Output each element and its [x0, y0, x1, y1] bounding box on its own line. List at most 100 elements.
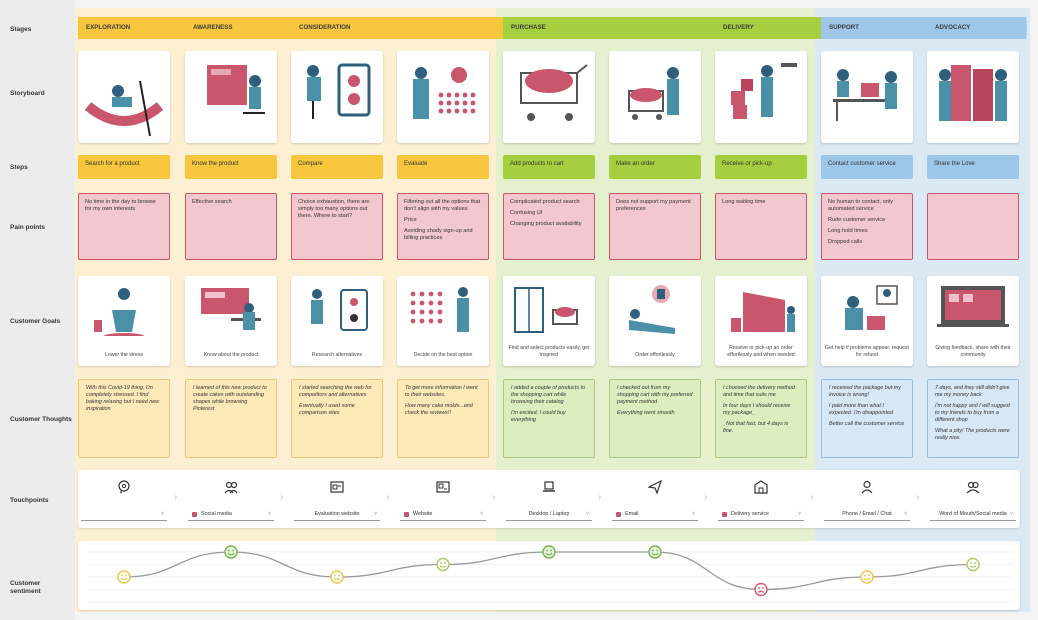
touchpoint: ˅	[79, 478, 169, 523]
stage-advocacy: ADVOCACY	[927, 17, 1027, 39]
goal-card: Research alternatives	[291, 276, 383, 366]
storyboard-card	[715, 51, 807, 143]
touchpoint: Social media˅	[186, 478, 276, 523]
touchpoint: Delivery service˅	[716, 478, 806, 523]
thought-text: To get more information I went to their …	[405, 385, 478, 398]
thought-text: I choosed the delivery method and time t…	[723, 385, 795, 398]
thought-text: I added a couple of products to the shop…	[511, 385, 586, 405]
goal-card: Lower the stress	[78, 276, 170, 366]
touchpoint: Desktop / Laptop ˅	[504, 478, 594, 523]
storyboard-card	[609, 51, 701, 143]
row-label-stages: Stages	[10, 26, 32, 33]
people-icon	[224, 480, 238, 494]
row-label-pain-points: Pain points	[10, 224, 46, 231]
row-label-customer-thoughts: Customer Thoughts	[10, 416, 72, 423]
touchpoint-dropdown[interactable]: Social media˅	[188, 511, 274, 521]
touchpoint-label: Delivery service	[731, 511, 770, 517]
chevron-right-icon: ›	[810, 492, 814, 503]
stage-consideration: CONSIDERATION	[291, 17, 510, 39]
pain-point-text: Long hold times	[828, 228, 868, 234]
stage-awareness: AWARENESS	[185, 17, 298, 39]
touchpoint: Email˅	[610, 478, 700, 523]
row-labels-panel	[0, 0, 75, 620]
pain-point-card: Filtering out all the options that don't…	[397, 193, 489, 260]
thought-text: How many cake molds...and check the revi…	[405, 403, 473, 416]
touchpoint-dropdown[interactable]: ˅	[81, 511, 167, 521]
goal-card: Order effortlessly	[609, 276, 701, 366]
stage-purchase: PURCHASE	[503, 17, 722, 39]
chevron-down-icon: ˅	[480, 511, 483, 517]
step-label: Search for a product	[78, 155, 170, 179]
thought-card: I learned of this new product to create …	[185, 379, 277, 458]
step-label: Know the product	[185, 155, 277, 179]
head-gears-icon	[117, 480, 131, 494]
pain-point-text: Does not support my payment preferences	[616, 199, 691, 212]
chevron-right-icon: ›	[492, 492, 496, 503]
touchpoint-label: Phone / Email / Chat	[842, 511, 892, 517]
thought-card: I started searching the web for competit…	[291, 379, 383, 458]
touchpoint-dropdown[interactable]: Desktop / Laptop ˅	[506, 511, 592, 521]
stage-label: ADVOCACY	[935, 24, 971, 31]
touchpoint-dropdown[interactable]: Email˅	[612, 511, 698, 521]
touchpoint-dropdown[interactable]: Website˅	[400, 511, 486, 521]
pain-point-card: Long waiting time	[715, 193, 807, 260]
stage-delivery: DELIVERY	[715, 17, 828, 39]
chevron-down-icon: ˅	[374, 511, 377, 517]
touchpoint: Website˅	[398, 478, 488, 523]
goal-caption: Order effortlessly	[635, 351, 675, 358]
group-icon	[966, 480, 980, 494]
channel-tag-icon	[616, 511, 621, 517]
thought-card: I checked out from my shopping cart with…	[609, 379, 701, 458]
thought-text: Everything went smooth	[617, 410, 675, 416]
touchpoint-label: Desktop / Laptop	[528, 511, 570, 517]
row-label-sentiment: Customer sentiment	[10, 580, 41, 595]
storyboard-card	[397, 51, 489, 143]
store-icon	[754, 480, 768, 494]
touchpoint-label: Word of Mouth/Social media	[939, 511, 1007, 517]
step-label: Contact customer service	[821, 155, 913, 179]
storyboard-card	[927, 51, 1019, 143]
chevron-right-icon: ›	[916, 492, 920, 503]
chevron-down-icon: ˅	[161, 511, 164, 517]
smiley-face-icon	[966, 557, 980, 572]
smiley-face-icon	[860, 570, 874, 584]
thought-card: To get more information I went to their …	[397, 379, 489, 458]
touchpoint-dropdown[interactable]: Word of Mouth/Social media˅	[930, 511, 1016, 521]
smiley-face-icon	[436, 557, 450, 572]
goal-caption: Giving feedback, share with their commun…	[935, 345, 1011, 358]
pain-point-card: No human to contact, only automated serv…	[821, 193, 913, 260]
touchpoint: Phone / Email / Chat˅	[822, 478, 912, 523]
pain-point-text: Rude customer service	[828, 217, 886, 223]
step-label: Share the Love	[927, 155, 1019, 179]
goal-caption: Know about the product	[203, 351, 259, 358]
touchpoint-dropdown[interactable]: Phone / Email / Chat˅	[824, 511, 910, 521]
pain-point-text: Long waiting time	[722, 199, 766, 205]
pain-point-text: Price	[404, 217, 417, 223]
touchpoint-dropdown[interactable]: Evaluation website ˅	[294, 511, 380, 521]
step-label: Receive or pick-up	[715, 155, 807, 179]
chevron-down-icon: ˅	[586, 511, 589, 517]
thought-text: I checked out from my shopping cart with…	[617, 385, 693, 405]
touchpoints-panel	[78, 470, 1020, 528]
chevron-right-icon: ›	[174, 492, 178, 503]
touchpoint-label: Evaluation website	[314, 511, 360, 517]
goal-caption: Find and select products easily, get ins…	[508, 345, 590, 358]
goal-card: Giving feedback, share with their commun…	[927, 276, 1019, 366]
stage-exploration: EXPLORATION	[78, 17, 192, 39]
touchpoint-dropdown[interactable]: Delivery service˅	[718, 511, 804, 521]
goal-card: Get help if problems appear, request for…	[821, 276, 913, 366]
storyboard-card	[185, 51, 277, 143]
pain-point-text: Confusing UI	[510, 210, 543, 216]
thought-text: I started searching the web for competit…	[299, 385, 372, 398]
thought-text: Better call the customer service	[829, 421, 905, 427]
thought-card: With this Covid-19 thing, I'm completely…	[78, 379, 170, 458]
step-label: Add products to cart	[503, 155, 595, 179]
stage-label: AWARENESS	[193, 24, 233, 31]
thought-text: In four days I should receive my package…	[723, 403, 791, 416]
stage-label: SUPPORT	[829, 24, 859, 31]
sad-face-icon	[754, 582, 768, 597]
chevron-right-icon: ›	[386, 492, 390, 503]
pain-point-card: No time in the day to browse for my own …	[78, 193, 170, 260]
website-alt-icon	[436, 480, 450, 494]
